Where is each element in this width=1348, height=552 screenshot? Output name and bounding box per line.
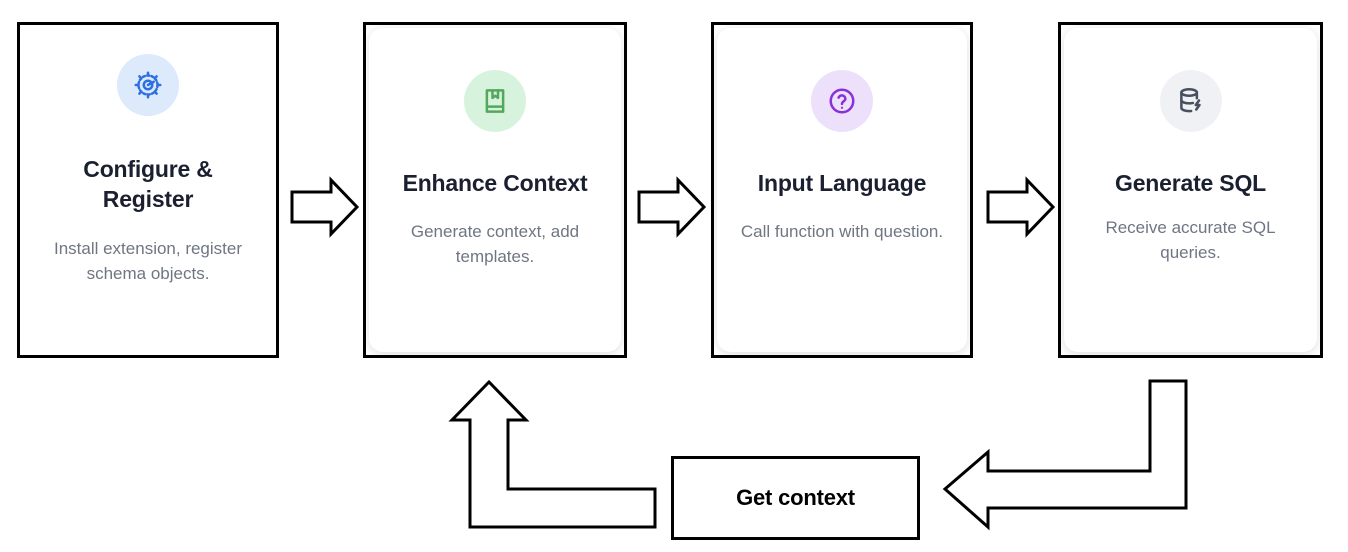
question-circle-icon: [827, 86, 857, 116]
step-card-enhance-context[interactable]: Enhance Context Generate context, add te…: [363, 22, 627, 358]
book-bookmark-icon: [480, 86, 510, 116]
step-card-body: Input Language Call function with questi…: [717, 28, 967, 352]
step-card-generate-sql[interactable]: Generate SQL Receive accurate SQL querie…: [1058, 22, 1323, 358]
arrow-getcontext-to-step2: [448, 379, 657, 529]
step-card-input-language[interactable]: Input Language Call function with questi…: [711, 22, 973, 358]
step-card-body: Generate SQL Receive accurate SQL querie…: [1064, 28, 1317, 352]
step-description: Receive accurate SQL queries.: [1105, 218, 1276, 263]
arrow-step2-to-step3: [637, 176, 707, 238]
gear-icon: [133, 70, 163, 100]
step-card-body: Configure & Register Install extension, …: [23, 28, 273, 352]
icon-badge-input-language: [811, 70, 873, 132]
icon-badge-configure-register: [117, 54, 179, 116]
database-zap-icon: [1176, 86, 1206, 116]
icon-badge-enhance-context: [464, 70, 526, 132]
step-title: Enhance Context: [402, 170, 588, 196]
step-title: Generate SQL: [1115, 170, 1266, 196]
step-description: Install extension, register schema objec…: [53, 238, 243, 283]
step-card-body: Enhance Context Generate context, add te…: [369, 28, 621, 352]
step-title: Input Language: [757, 170, 927, 196]
get-context-label: Get context: [736, 485, 855, 510]
get-context-box[interactable]: Get context: [671, 456, 920, 540]
step-card-configure-register[interactable]: Configure & Register Install extension, …: [17, 22, 279, 358]
step-title: Configure & Register: [83, 156, 213, 213]
step-description: Call function with question.: [740, 222, 944, 242]
icon-badge-generate-sql: [1159, 70, 1222, 132]
arrow-step4-to-getcontext: [942, 379, 1188, 531]
arrow-step3-to-step4: [986, 176, 1056, 238]
step-description: Generate context, add templates.: [410, 222, 580, 267]
arrow-step1-to-step2: [290, 176, 360, 238]
